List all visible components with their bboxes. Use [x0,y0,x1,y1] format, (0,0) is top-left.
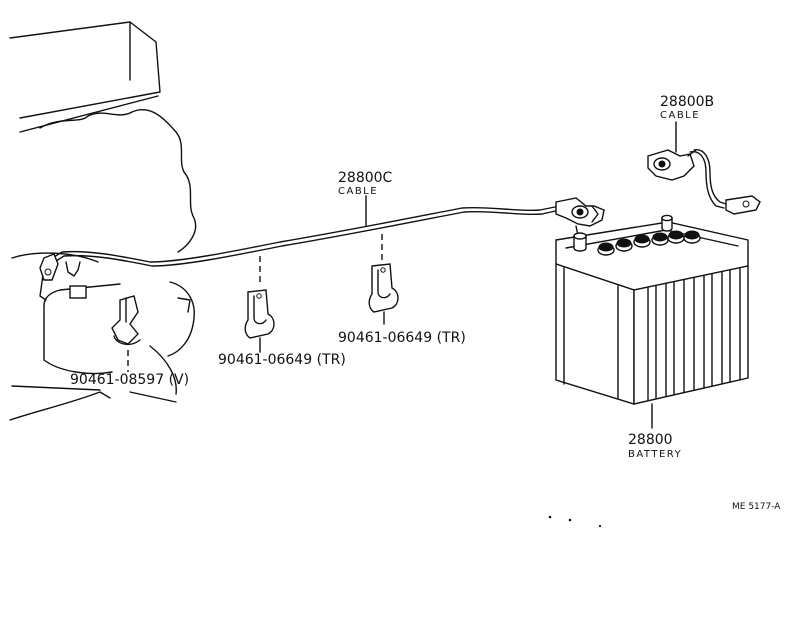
diagram-code: ME 5177-A [732,502,781,512]
cable-28800c [39,197,605,299]
cable-28800b [647,149,761,215]
label-clamp-tr-left: 90461-06649 (TR) [218,352,346,368]
speck [568,518,572,522]
label-battery-part: 28800 [628,432,673,448]
label-clamp-v: 90461-08597 (V) [70,372,189,388]
label-cable-28800c-name: CABLE [338,186,378,197]
engine-block [9,21,197,421]
vent-caps [597,230,701,256]
clamp-90461-06649-right [368,234,399,325]
label-battery-name: BATTERY [628,449,682,460]
battery-28800 [555,214,749,429]
clamp-90461-08597 [111,295,141,372]
speck [598,524,602,528]
clamp-90461-06649-left [244,256,275,353]
speck [548,515,552,519]
label-clamp-tr-right: 90461-06649 (TR) [338,330,466,346]
label-cable-28800b-part: 28800B [660,94,714,110]
label-cable-28800c-part: 28800C [338,170,393,186]
label-cable-28800b-name: CABLE [660,110,700,121]
